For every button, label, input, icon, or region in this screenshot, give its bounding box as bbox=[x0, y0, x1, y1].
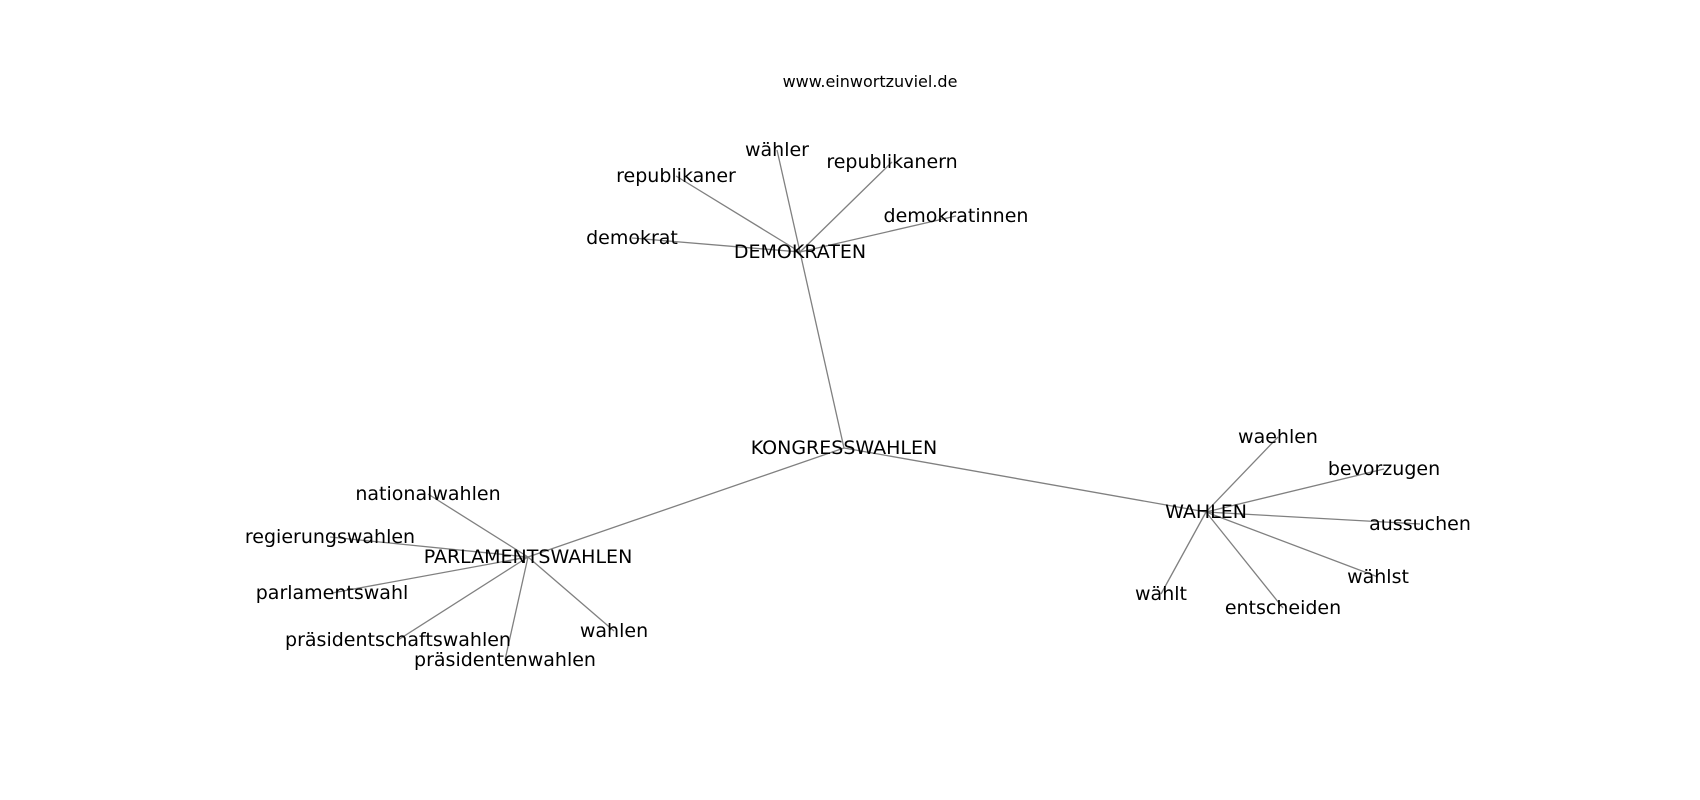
edge-parlamentswahlen-wahlen bbox=[527, 556, 615, 632]
edge-demokraten-republikanern bbox=[799, 161, 893, 253]
edge-parlamentswahlen-prasidentenwahlen bbox=[504, 556, 529, 661]
leaf-node-wahlt: wählt bbox=[1135, 583, 1187, 605]
root-node-label: KONGRESSWAHLEN bbox=[751, 437, 937, 459]
leaf-node-prasidentenwahlen: präsidentenwahlen bbox=[414, 649, 596, 671]
edge-demokraten-wahler bbox=[776, 149, 801, 253]
edge-wahlen-wahlst bbox=[1205, 511, 1379, 578]
edge-root-demokraten bbox=[799, 251, 845, 449]
leaf-node-entscheiden: entscheiden bbox=[1225, 597, 1341, 619]
edge-parlamentswahlen-nationalwahlen bbox=[427, 493, 529, 558]
leaf-node-waehlen: waehlen bbox=[1238, 426, 1318, 448]
leaf-node-wahlen: wahlen bbox=[580, 620, 648, 642]
edge-wahlen-entscheiden bbox=[1205, 511, 1284, 609]
graph-labels: KONGRESSWAHLEN DEMOKRATEN wähler republikan… bbox=[245, 139, 1471, 671]
leaf-node-parlamentswahl: parlamentswahl bbox=[256, 582, 409, 604]
leaf-node-wahler: wähler bbox=[745, 139, 809, 161]
edge-wahlen-wahlt bbox=[1160, 511, 1207, 595]
edge-parlamentswahlen-prasidentschaftswahlen bbox=[397, 556, 529, 641]
hub-node-wahlen: WAHLEN bbox=[1165, 501, 1247, 523]
hub-node-demokraten: DEMOKRATEN bbox=[734, 241, 866, 263]
leaf-node-wahlst: wählst bbox=[1347, 566, 1409, 588]
edge-wahlen-bevorzugen bbox=[1205, 468, 1385, 513]
edge-wahlen-waehlen bbox=[1205, 436, 1279, 513]
edge-parlamentswahlen-parlamentswahl bbox=[331, 556, 529, 594]
leaf-node-demokrat: demokrat bbox=[586, 227, 678, 249]
edge-root-wahlen bbox=[843, 447, 1207, 513]
hub-node-parlamentswahlen: PARLAMENTSWAHLEN bbox=[424, 546, 633, 568]
edge-demokraten-republikaner bbox=[675, 175, 801, 253]
edge-root-parlamentswahlen bbox=[527, 447, 845, 558]
edge-parlamentswahlen-regierungswahlen bbox=[329, 536, 529, 558]
graph-edges bbox=[329, 149, 1421, 661]
edge-demokraten-demokratinnen bbox=[799, 215, 957, 253]
edge-wahlen-aussuchen bbox=[1205, 511, 1421, 525]
leaf-node-bevorzugen: bevorzugen bbox=[1328, 458, 1440, 480]
leaf-node-demokratinnen: demokratinnen bbox=[884, 205, 1029, 227]
leaf-node-regierungswahlen: regierungswahlen bbox=[245, 526, 415, 548]
leaf-node-republikanern: republikanern bbox=[826, 151, 957, 173]
leaf-node-aussuchen: aussuchen bbox=[1369, 513, 1471, 535]
leaf-node-republikaner: republikaner bbox=[616, 165, 736, 187]
leaf-node-nationalwahlen: nationalwahlen bbox=[355, 483, 500, 505]
leaf-node-prasidentschaftswahlen: präsidentschaftswahlen bbox=[285, 629, 511, 651]
site-url: www.einwortzuviel.de bbox=[782, 72, 958, 91]
edge-demokraten-demokrat bbox=[631, 237, 801, 253]
